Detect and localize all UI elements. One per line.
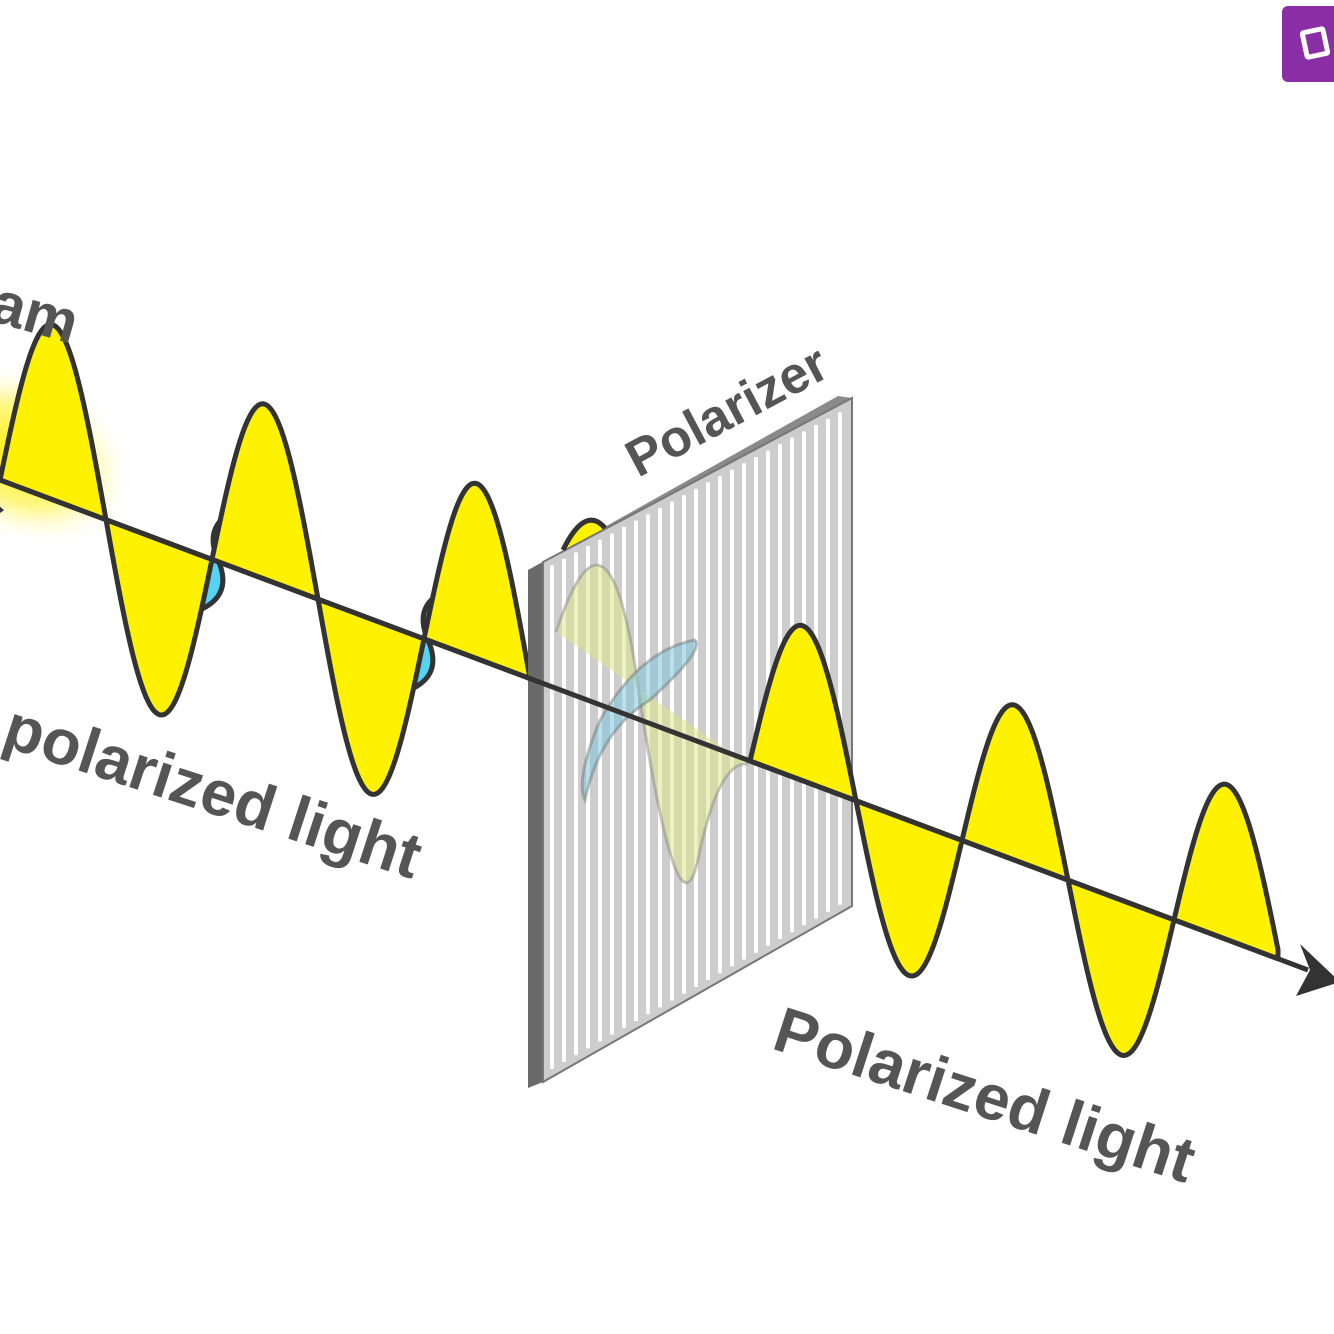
polarizer-edge (528, 562, 543, 1088)
brand-logo-icon (1282, 6, 1334, 82)
beam-label: am (0, 268, 86, 356)
brand-logo-glyph (1299, 26, 1331, 61)
